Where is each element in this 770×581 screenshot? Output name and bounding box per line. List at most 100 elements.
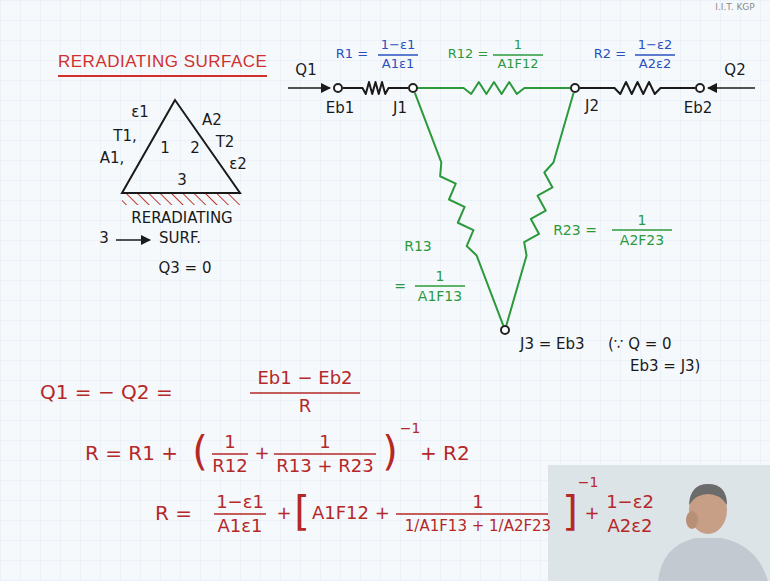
formula-text: + R2 xyxy=(420,442,470,465)
heat-flow-arrow xyxy=(708,87,755,89)
formula-text: A1ε1 xyxy=(218,516,263,537)
node-label: J3 = Eb3 xyxy=(520,336,585,353)
formula-text: 1−ε2 xyxy=(638,38,672,53)
formula-text: Q3 = 0 xyxy=(159,260,212,277)
formula-text: + xyxy=(254,443,269,464)
formula-text: 3 xyxy=(99,230,109,247)
formula-text: 1/A1F13 + 1/A2F23 xyxy=(405,518,551,535)
resistor-connector xyxy=(343,82,408,94)
formula-text: 2 xyxy=(190,140,200,157)
fraction-bar xyxy=(493,54,543,56)
formula-text: A1F13 xyxy=(418,288,462,304)
formula-text: Q1 xyxy=(295,62,316,79)
formula-text: 3 xyxy=(177,172,187,189)
junction-node: J1 xyxy=(408,83,418,93)
fraction-bar xyxy=(415,285,465,287)
junction-node: Eb1 xyxy=(333,83,343,93)
pointer-arrow xyxy=(116,239,150,241)
enclosure-triangle xyxy=(122,100,240,193)
formula-text: RERADIATING xyxy=(131,210,232,227)
resistance-label: R2 = xyxy=(594,47,626,62)
formula-text: + xyxy=(584,503,599,524)
formula-text: R xyxy=(299,396,312,417)
reradiating-hatch xyxy=(122,194,240,205)
heat-flow-arrow xyxy=(288,87,330,89)
formula-text: ε1 xyxy=(131,104,149,121)
formula-text: Q2 xyxy=(724,62,745,79)
formula-text: 1 xyxy=(160,140,170,157)
formula-text: 1 xyxy=(472,492,483,513)
formula-text: ) xyxy=(382,428,398,474)
formula-text: R = xyxy=(155,502,192,525)
formula-text: Eb1 − Eb2 xyxy=(257,368,352,389)
formula-text: 1 xyxy=(319,432,330,453)
formula-text: Eb3 = J3) xyxy=(630,358,700,375)
formula-text: 1−ε1 xyxy=(216,492,264,513)
presenter-hair xyxy=(689,484,727,505)
formula-text: 1 xyxy=(638,212,647,228)
resistor-connector xyxy=(415,93,503,326)
formula-text: I.I.T. KGP xyxy=(715,2,755,12)
formula-text: ] xyxy=(562,488,578,534)
junction-node: J3 = Eb3 xyxy=(500,325,510,335)
formula-text: 1 xyxy=(436,268,445,284)
formula-text: −1 xyxy=(400,420,421,436)
fraction-bar xyxy=(635,54,675,56)
formula-text: ( xyxy=(192,428,208,474)
junction-node: J2 xyxy=(570,83,580,93)
resistor-connector xyxy=(580,82,695,94)
formula-text: ε2 xyxy=(229,156,247,173)
formula-text: T1, xyxy=(113,128,136,145)
formula-text: 1 xyxy=(224,432,235,453)
inset-ground xyxy=(548,465,770,581)
fraction-bar xyxy=(212,453,248,455)
resistance-label: R13 xyxy=(404,238,432,254)
fraction-bar xyxy=(274,453,376,455)
formula-text: = xyxy=(394,278,406,294)
fraction-bar xyxy=(396,513,560,515)
formula-text: A2F23 xyxy=(620,232,664,248)
node-label: Eb1 xyxy=(326,100,355,117)
resistor-connector xyxy=(418,82,570,94)
formula-text: A2 xyxy=(202,112,222,129)
formula-text: R = R1 + xyxy=(85,442,178,465)
presenter-hand xyxy=(686,511,698,529)
resistance-label: R23 = xyxy=(553,222,597,238)
video-inset xyxy=(548,465,770,581)
resistance-label: R12 = xyxy=(448,47,489,62)
formula-text: 1−ε1 xyxy=(381,38,415,53)
node-label: Eb2 xyxy=(684,100,713,117)
fraction-bar xyxy=(378,54,418,56)
formula-text: Q1 = − Q2 = xyxy=(40,381,173,404)
formula-text: −1 xyxy=(578,474,599,490)
junction-node: Eb2 xyxy=(695,83,705,93)
fraction-bars xyxy=(212,55,675,514)
formula-text: (∵ Q = 0 xyxy=(608,336,672,353)
formula-text: T2 xyxy=(216,134,235,151)
slide-title: RERADIATING SURFACE xyxy=(58,52,267,77)
formula-text: SURF. xyxy=(159,230,201,247)
formula-text: R12 xyxy=(212,456,247,477)
formula-text: A2ε2 xyxy=(608,516,653,537)
formula-text: + xyxy=(276,503,291,524)
presenter-body xyxy=(658,538,768,581)
formula-text: 1 xyxy=(514,38,522,53)
formula-text: A1F12 + xyxy=(312,503,390,524)
node-label: J1 xyxy=(393,100,407,117)
fraction-bar xyxy=(250,392,360,394)
fraction-bar xyxy=(612,229,672,231)
resistance-label: R1 = xyxy=(336,47,368,62)
formula-text: 1−ε2 xyxy=(606,492,654,513)
fraction-bar xyxy=(214,513,266,515)
formula-text: [ xyxy=(294,488,310,534)
formula-text: A1ε1 xyxy=(382,57,414,72)
formula-text: A2ε2 xyxy=(639,57,671,72)
node-label: J2 xyxy=(585,98,599,115)
formula-text: R13 + R23 xyxy=(276,456,373,477)
resistor-connector xyxy=(506,93,573,325)
formula-text: A1, xyxy=(100,150,125,167)
